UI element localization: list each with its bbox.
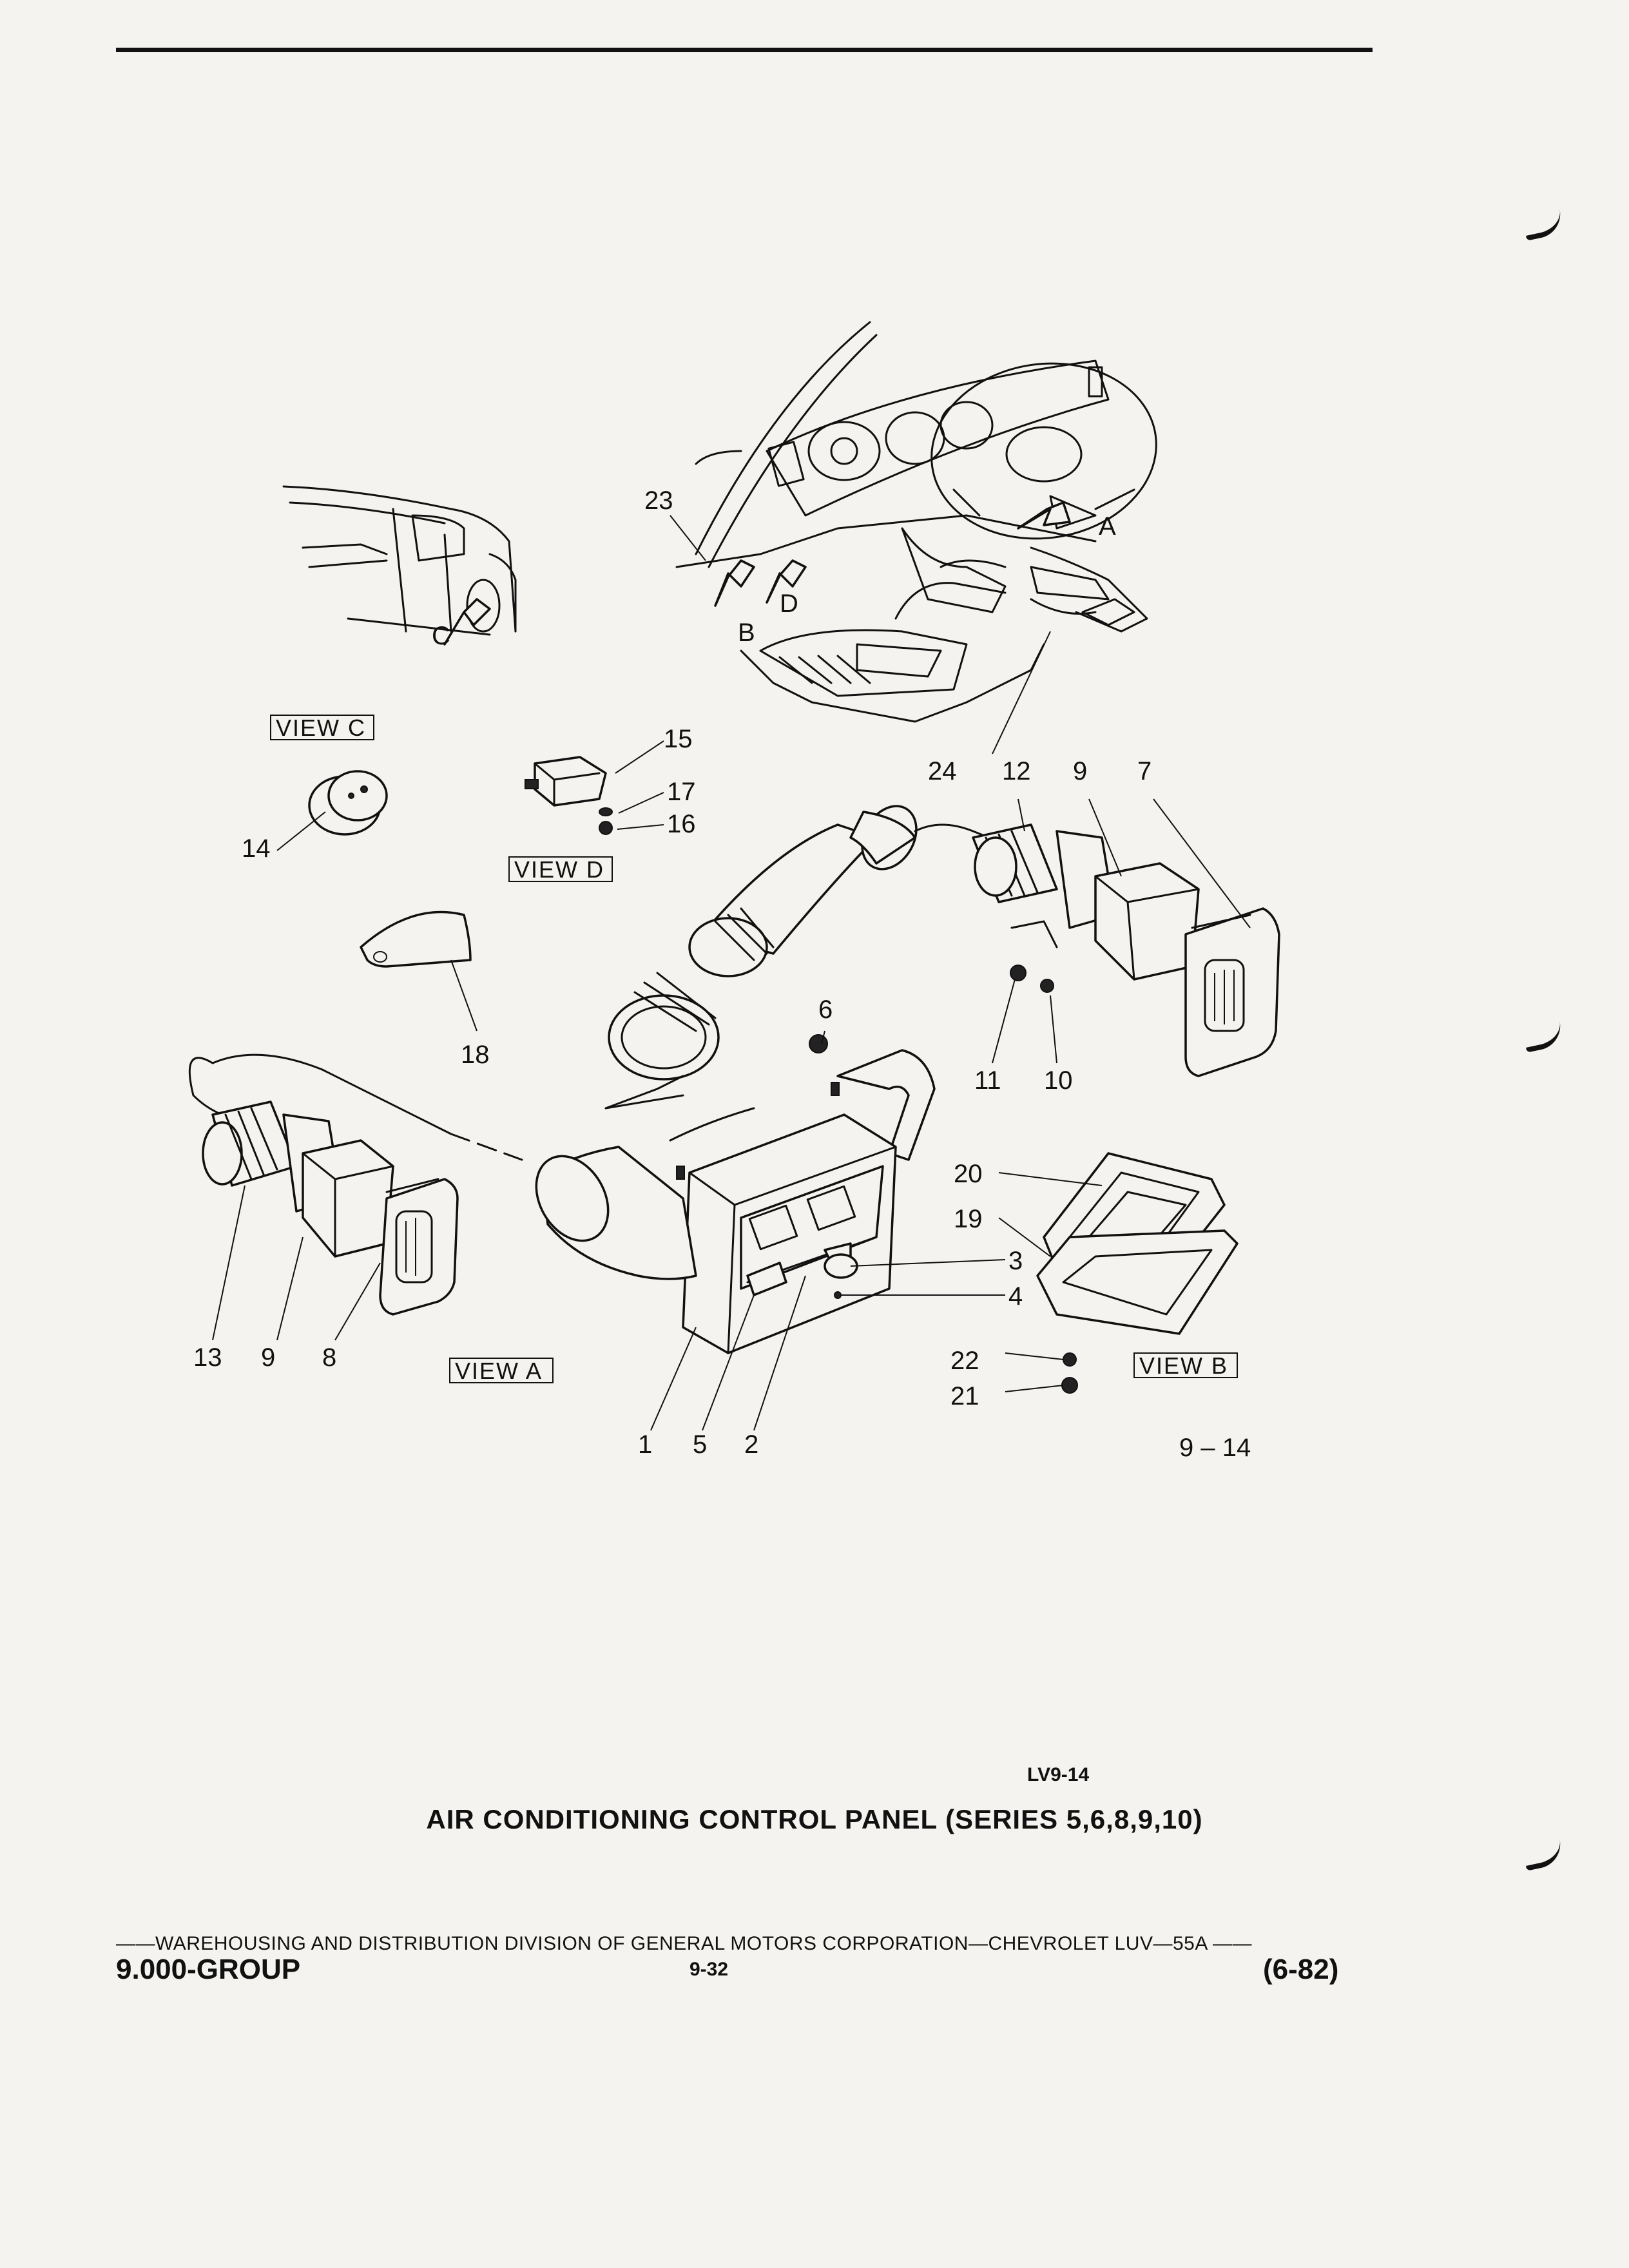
- footer-page-number: 9-32: [689, 1959, 729, 1980]
- callout-12: 12: [1002, 757, 1031, 785]
- callout-9-right: 9: [1073, 757, 1087, 785]
- view-b-bezels: [1036, 1152, 1239, 1394]
- view-a-label: VIEW A: [449, 1358, 554, 1384]
- part-18-illustration: [360, 910, 472, 968]
- callout-9-left: 9: [261, 1343, 275, 1372]
- callout-15: 15: [664, 725, 693, 753]
- callout-5: 5: [693, 1430, 707, 1459]
- truck-body-illustration: [282, 485, 517, 646]
- footer-division-line: ——WAREHOUSING AND DISTRIBUTION DIVISION …: [116, 1933, 1253, 1954]
- view-b-label: VIEW B: [1133, 1352, 1238, 1379]
- callout-21: 21: [950, 1382, 979, 1410]
- callout-16: 16: [667, 810, 696, 838]
- callout-13: 13: [193, 1343, 222, 1372]
- svg-text:VIEW C: VIEW C: [276, 715, 366, 741]
- callout-14: 14: [242, 834, 271, 863]
- callout-3: 3: [1008, 1247, 1023, 1275]
- right-outlet-assembly: [972, 823, 1280, 1077]
- callout-10: 10: [1044, 1066, 1073, 1095]
- parts-15-17-illustration: [525, 756, 613, 835]
- callout-1: 1: [638, 1430, 652, 1459]
- footer-date-code: (6-82): [1263, 1954, 1339, 1985]
- view-c-label: VIEW C: [270, 715, 374, 741]
- view-letter-d: D: [780, 590, 798, 618]
- callout-23: 23: [644, 486, 673, 515]
- view-letter-c: C: [432, 622, 450, 650]
- callout-19: 19: [954, 1205, 983, 1233]
- figure-caption: AIR CONDITIONING CONTROL PANEL (SERIES 5…: [426, 1804, 1203, 1834]
- callout-24: 24: [928, 757, 957, 785]
- callout-2: 2: [744, 1430, 758, 1459]
- callout-11: 11: [974, 1066, 1001, 1095]
- callout-20: 20: [954, 1160, 983, 1188]
- top-rule: [116, 48, 1373, 52]
- callout-17: 17: [667, 778, 696, 806]
- callout-6: 6: [818, 995, 833, 1024]
- callout-numbers: 23 24 12 9 7 15 17 16 14 18 6 11 10 20 1…: [193, 486, 1152, 1459]
- left-outlet-assembly: [188, 1053, 523, 1316]
- callout-18: 18: [461, 1041, 490, 1069]
- view-letter-a: A: [1099, 512, 1116, 541]
- svg-text:VIEW D: VIEW D: [514, 856, 604, 883]
- callout-22: 22: [950, 1347, 979, 1375]
- figure-number: 9 – 14: [1179, 1434, 1251, 1462]
- upper-duct-hoses: [604, 805, 1019, 1110]
- dashboard-illustration: [675, 321, 1157, 723]
- callout-4: 4: [1008, 1282, 1023, 1311]
- svg-text:VIEW A: VIEW A: [455, 1358, 543, 1384]
- callout-7: 7: [1137, 757, 1152, 785]
- leader-lines: [212, 515, 1251, 1431]
- part-14-illustration: [308, 770, 388, 836]
- view-d-label: VIEW D: [508, 856, 613, 883]
- svg-text:VIEW B: VIEW B: [1139, 1352, 1228, 1379]
- view-letter-b: B: [738, 619, 755, 647]
- reference-code: LV9-14: [1027, 1764, 1090, 1785]
- footer-group: 9.000-GROUP: [116, 1954, 301, 1985]
- control-panel-housing: [535, 1034, 936, 1354]
- callout-8: 8: [322, 1343, 336, 1372]
